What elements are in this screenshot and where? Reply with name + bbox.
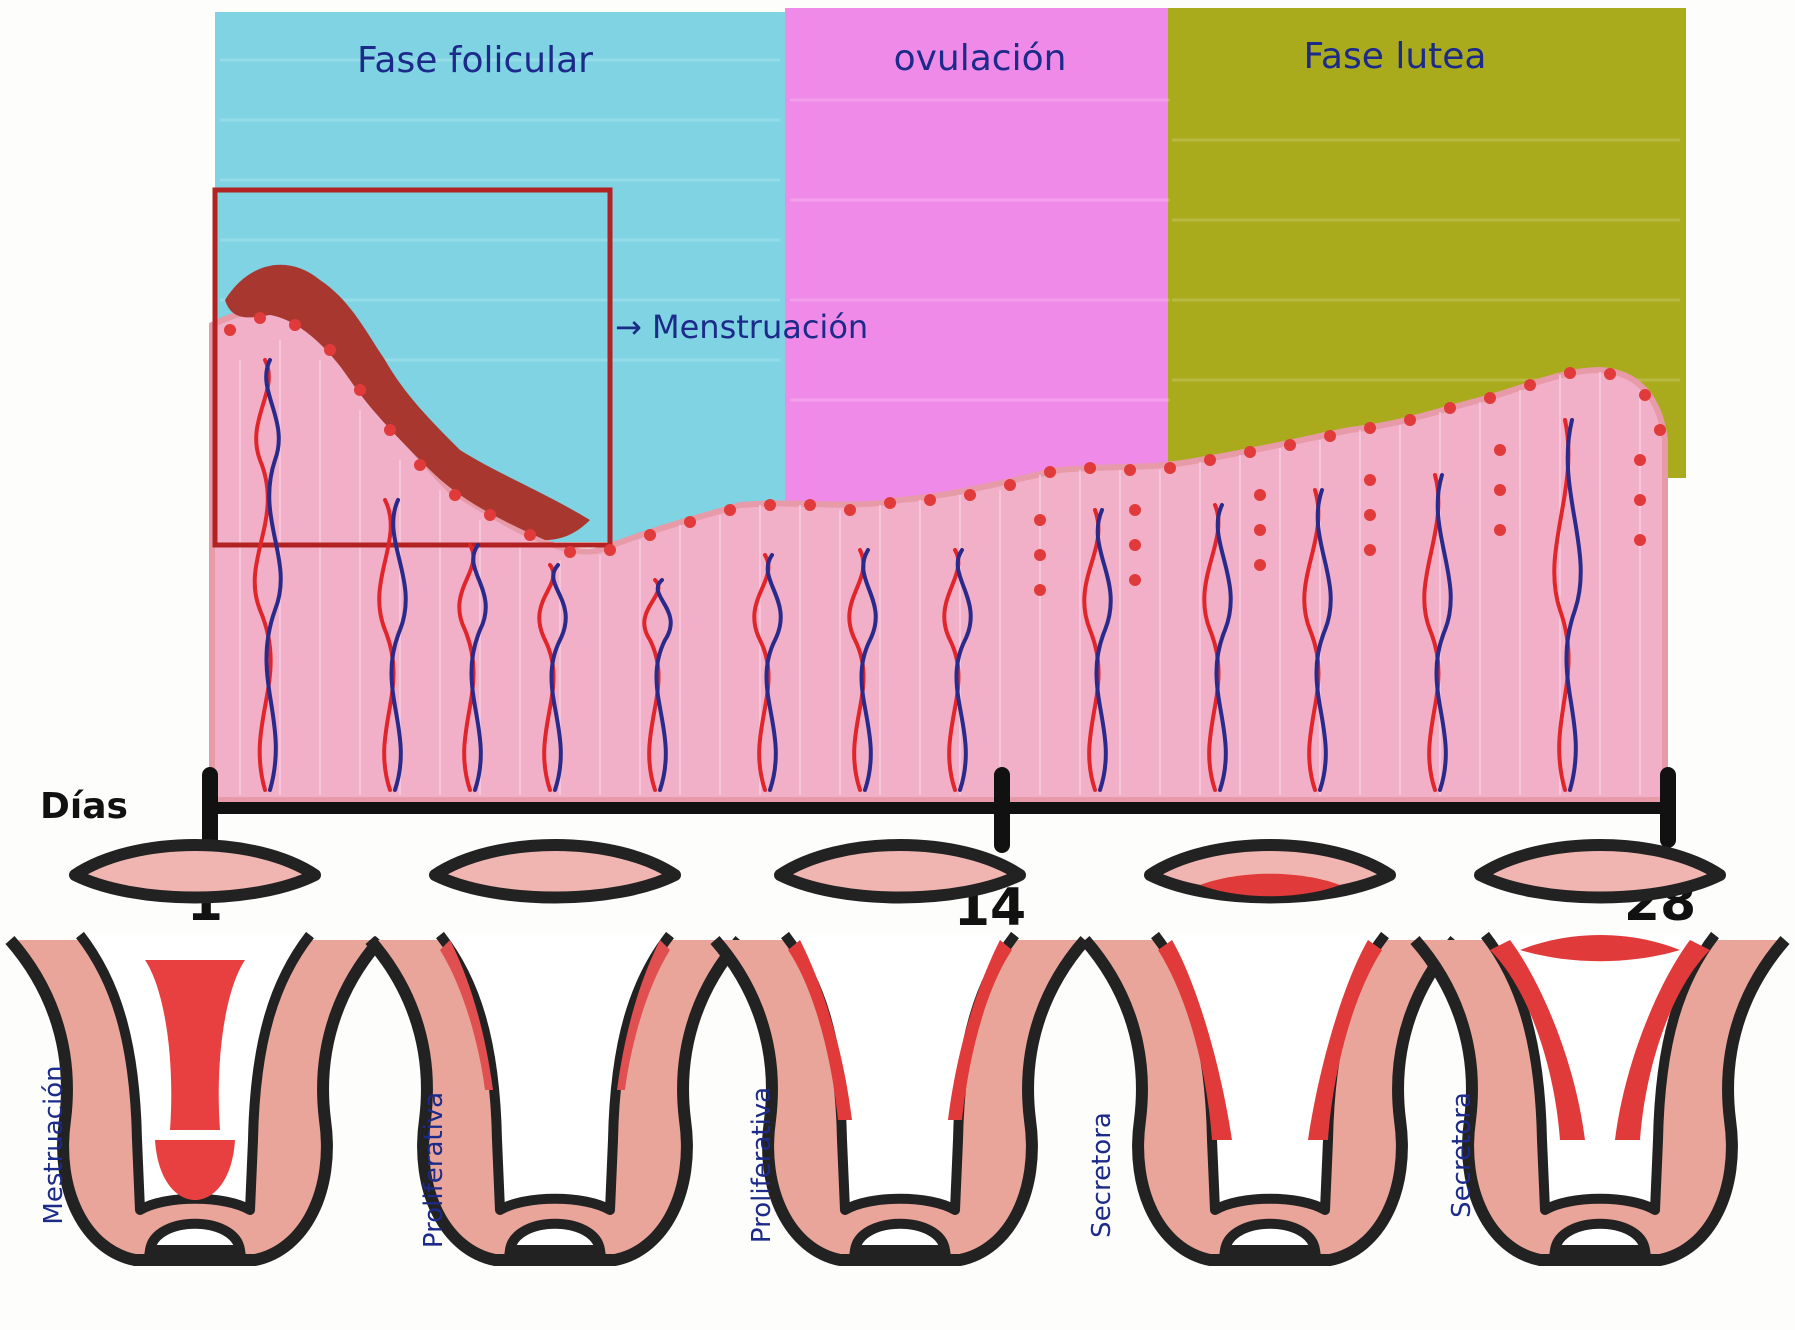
uterus-stage-1-label: Mestruación bbox=[39, 1065, 69, 1224]
uterus-stage-4 bbox=[1085, 845, 1455, 1260]
phase-label-ovulation: ovulación bbox=[894, 38, 1067, 79]
axis-label: Días bbox=[40, 786, 128, 827]
menstruation-label: → Menstruación bbox=[615, 308, 868, 346]
uterus-stage-3-label: Proliferativa bbox=[747, 1087, 777, 1243]
uterus-stage-5-label: Secretora bbox=[1447, 1092, 1477, 1218]
phase-band-ovulation bbox=[785, 8, 1175, 538]
phase-label-follicular: Fase folicular bbox=[357, 40, 593, 81]
uterus-stage-4-label: Secretora bbox=[1087, 1112, 1117, 1238]
uterus-stage-2-label: Proliferativa bbox=[419, 1092, 449, 1248]
phase-label-luteal: Fase lutea bbox=[1304, 36, 1487, 77]
